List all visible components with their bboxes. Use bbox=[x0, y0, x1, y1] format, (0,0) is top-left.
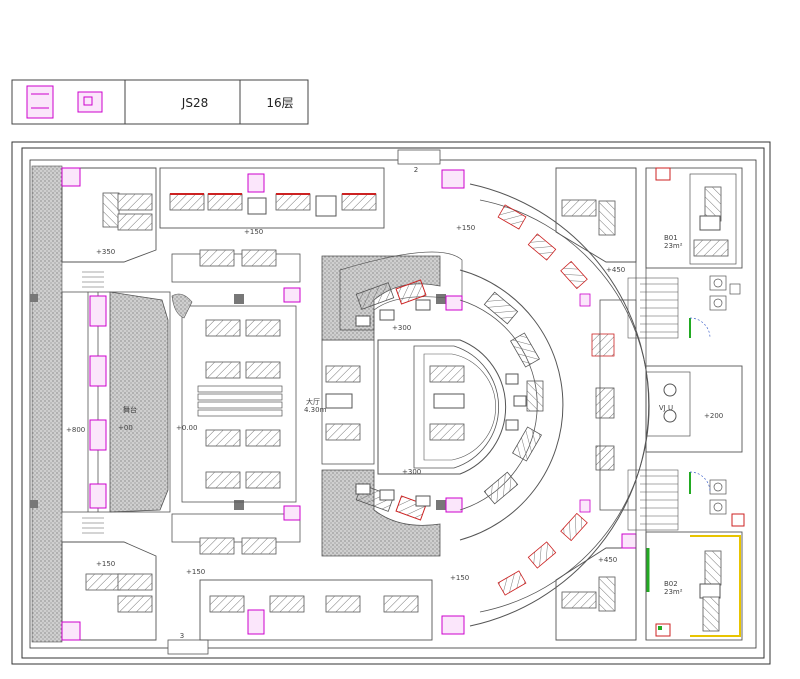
level-bottom-left: +150 bbox=[96, 560, 115, 568]
cabinet-top-left bbox=[61, 167, 81, 187]
bottom-row-tables: +150 bbox=[186, 568, 433, 641]
wardrobe-icon bbox=[26, 85, 54, 119]
vip-room-b01: B01 23m² bbox=[645, 167, 743, 339]
exit-sign-top bbox=[655, 167, 671, 181]
bar-counter: VJ U +200 bbox=[645, 365, 743, 453]
ring-seats bbox=[483, 291, 544, 505]
curved-lounge: +300 +300 bbox=[321, 251, 463, 557]
outer-walls bbox=[11, 141, 771, 665]
room-b02-label: B02 bbox=[664, 580, 678, 588]
room-b01-label: B01 bbox=[664, 234, 678, 242]
level-top-right: +450 bbox=[606, 266, 625, 274]
level-inner-bottom: +300 bbox=[402, 468, 421, 476]
cabinet-icon bbox=[77, 91, 103, 113]
title-block: JS28 16层 bbox=[11, 79, 309, 125]
left-stairs-bottom bbox=[82, 517, 104, 534]
left-wall-strip bbox=[31, 165, 63, 643]
exit-sign-right bbox=[731, 513, 745, 527]
hall-area: 大厅 4.30m bbox=[304, 339, 375, 465]
level-top-mid: +150 bbox=[244, 228, 263, 236]
level-inner-top: +300 bbox=[392, 324, 411, 332]
top-entrance-mark: 2 bbox=[414, 166, 418, 174]
level-center: +0.00 bbox=[176, 424, 197, 432]
stage-area bbox=[109, 291, 169, 513]
cabinet-bottom-left bbox=[61, 621, 81, 641]
cabinet-right-bottom bbox=[621, 533, 637, 549]
center-bar bbox=[377, 339, 507, 475]
hall-label: 大厅 bbox=[306, 397, 320, 406]
vip-room-b02: B02 23m² bbox=[645, 531, 743, 641]
top-row-tables: +150 bbox=[159, 167, 385, 236]
bottom-entrance bbox=[167, 639, 209, 655]
left-stairs-top bbox=[82, 271, 104, 288]
left-cabinets bbox=[89, 295, 107, 509]
corner-cabinets bbox=[441, 169, 465, 635]
top-entrance bbox=[397, 149, 441, 165]
level-bottom-mid: +150 bbox=[186, 568, 205, 576]
restroom-fixtures-bottom bbox=[709, 479, 727, 515]
right-stairs-bottom bbox=[627, 469, 679, 531]
pillars bbox=[30, 294, 446, 510]
sheet-label: 16层 bbox=[266, 96, 293, 110]
stage-label: 舞台 bbox=[123, 405, 137, 414]
bar-label: VJ U bbox=[659, 404, 673, 412]
room-b01-area: 23m² bbox=[664, 242, 683, 250]
level-right: +200 bbox=[704, 412, 723, 420]
level-left: +800 bbox=[66, 426, 85, 434]
bottom-entrance-mark: 3 bbox=[180, 632, 184, 640]
outer-ring-seats bbox=[497, 204, 615, 596]
drawing-code: JS28 bbox=[181, 96, 208, 110]
level-top-left: +350 bbox=[96, 248, 115, 256]
level-arc-bottom: +150 bbox=[450, 574, 469, 582]
hall-height: 4.30m bbox=[304, 406, 327, 414]
booth-top-right bbox=[555, 167, 637, 263]
booth-top-left bbox=[61, 167, 157, 263]
restroom-fixtures-top bbox=[709, 275, 741, 311]
right-stairs-top bbox=[627, 277, 679, 339]
room-b02-area: 23m² bbox=[664, 588, 683, 596]
level-stage: +00 bbox=[118, 424, 133, 432]
dance-floor: +0.00 bbox=[171, 249, 301, 555]
level-arc-top: +150 bbox=[456, 224, 475, 232]
level-bottom-right: +450 bbox=[598, 556, 617, 564]
